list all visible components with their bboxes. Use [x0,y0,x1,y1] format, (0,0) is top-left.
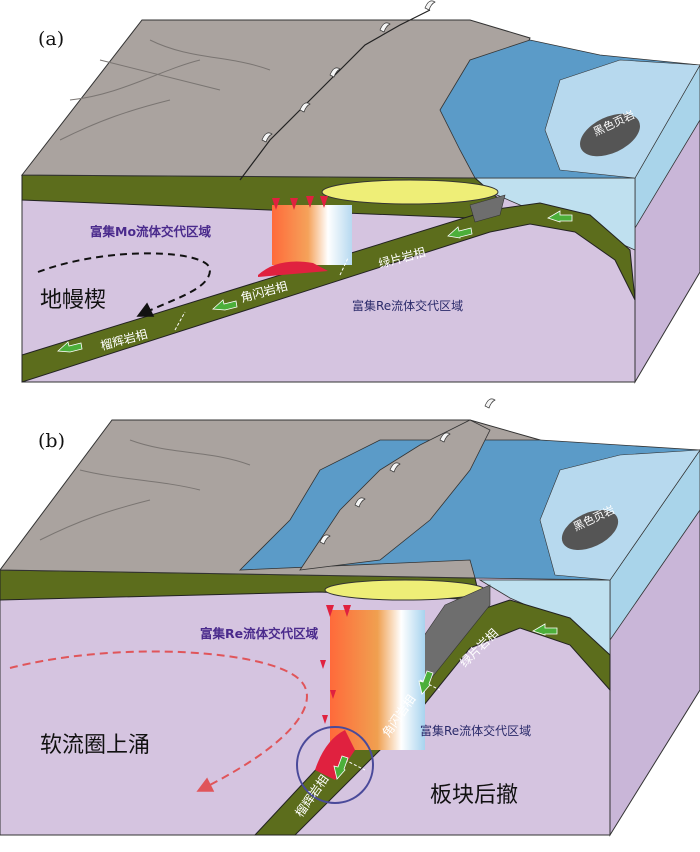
black-shale-b [561,510,619,550]
facies-divider-a1 [174,311,186,331]
slab-arrows-b [333,623,558,780]
fluid-column-b [330,610,425,750]
melt-pocket-a [258,261,328,277]
drainage-lines-a [59,39,271,141]
slab-arrows-a [57,210,573,353]
eclogite-highlight-circle [296,726,374,804]
fluid-column-a [272,205,352,265]
asthenosphere-arrow-b [9,650,308,792]
mo-zone-label-a: 富集Mo流体交代区域 [90,224,212,239]
sediment-lens-b [324,579,486,601]
re-zone-label-a: 富集Re流体交代区域 [352,299,464,313]
asthenosphere-upwelling-label-b: 软流圈上涌 [40,733,151,758]
panel-b [0,398,700,837]
facies-divider-b2 [344,759,366,771]
mantle-flow-arrow-a [37,252,212,317]
land-surface-a [20,19,531,179]
black-shale-a [580,113,640,157]
panel-a [20,0,700,384]
re-zone-bottom-label-b: 富集Re流体交代区域 [420,724,532,738]
island-arc-b [299,419,491,571]
slab-rollback-label-b: 板块后撤 [430,783,519,808]
panel-b-letter: (b) [38,430,65,452]
accretionary-wedge-a [469,194,506,223]
red-drops-a [272,196,328,210]
volcano-plumes-a [261,0,436,143]
panel-a-letter: (a) [38,28,65,50]
melt-pocket-b [315,730,355,780]
mantle-wedge-label-a: 地幔楔 [40,288,107,313]
red-drops-b [320,605,351,724]
facies-divider-a2 [339,257,349,276]
sediment-lens-a [321,179,499,205]
subducting-slab-a [21,202,636,383]
volcano-plumes-b [319,398,496,545]
re-zone-top-label-b: 富集Re流体交代区域 [200,626,319,641]
drainage-lines-b [39,439,251,541]
